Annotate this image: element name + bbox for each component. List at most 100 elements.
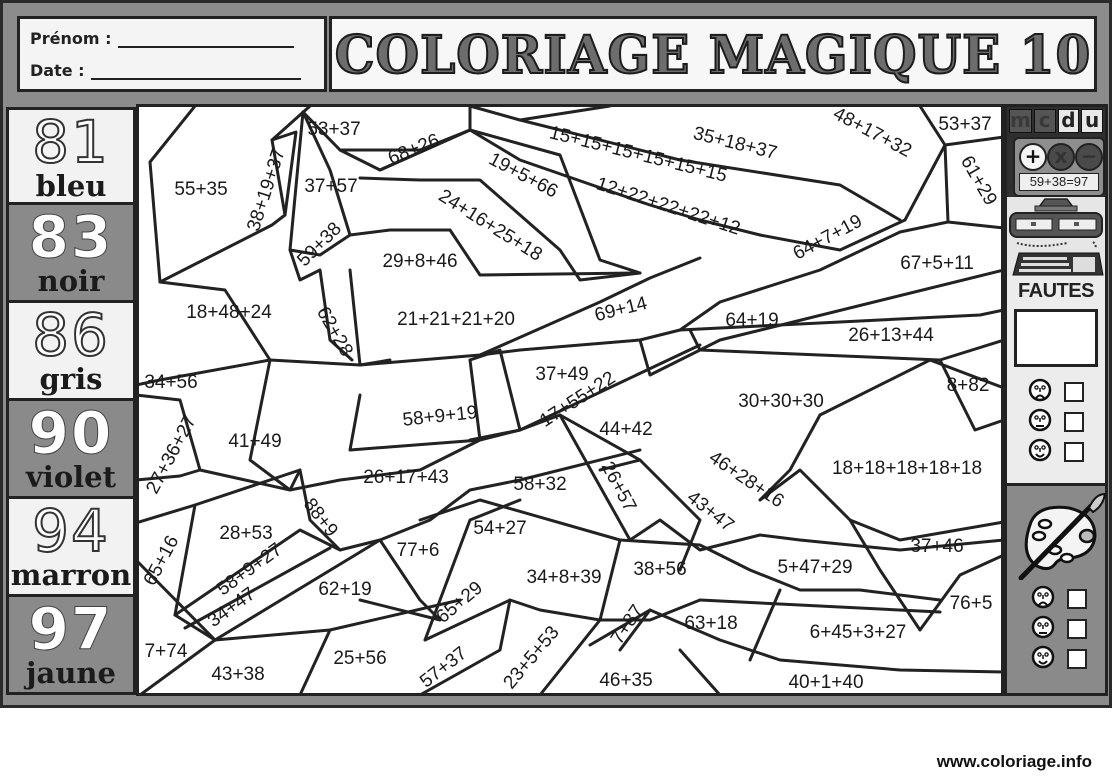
region-expression[interactable]: 43+38 [211, 664, 264, 685]
neutral-face-icon [1028, 408, 1052, 436]
fautes-label: FAUTES [1018, 280, 1094, 302]
region-expression[interactable]: 25+56 [333, 648, 386, 669]
date-line[interactable] [90, 64, 301, 80]
region-expression[interactable]: 7+87 [607, 601, 648, 648]
region-expression[interactable]: 28+53 [219, 523, 272, 544]
neutral-face-icon [1031, 615, 1055, 643]
region-expression[interactable]: 26+17+43 [363, 467, 449, 488]
region-expression[interactable]: 67+5+11 [900, 253, 974, 274]
legend-color-name: violet [25, 460, 117, 494]
palette-icon [1018, 492, 1107, 580]
region-expression[interactable]: 26+57 [597, 458, 641, 515]
coloring-rating-row [1007, 614, 1111, 644]
region-expression[interactable]: 58+32 [513, 474, 566, 495]
region-expression[interactable]: 41+49 [228, 431, 281, 452]
legend-color-name: gris [39, 362, 103, 396]
region-expression[interactable]: 64+7+19 [790, 211, 866, 265]
legend-color-name: noir [37, 264, 105, 298]
coloring-checkbox[interactable] [1067, 619, 1087, 639]
region-expression[interactable]: 69+14 [592, 293, 649, 326]
region-expression[interactable]: 53+37 [938, 114, 991, 135]
legend-number: 94 [31, 497, 110, 565]
region-expression[interactable]: 6+45+3+27 [810, 622, 907, 643]
region-expression[interactable]: 37+46 [910, 536, 963, 557]
tab-u[interactable]: u [1081, 109, 1103, 133]
region-expression[interactable]: 18+48+24 [186, 302, 272, 323]
region-expression[interactable]: 65+16 [140, 532, 184, 589]
legend-color-name: marron [10, 558, 132, 592]
region-expression[interactable]: 63+18 [684, 613, 737, 634]
region-expression[interactable]: 37+49 [535, 364, 588, 385]
region-expression[interactable]: 62+28 [312, 303, 357, 360]
region-expression[interactable]: 54+27 [473, 518, 526, 539]
prenom-label: Prénom : [30, 29, 112, 48]
region-expression[interactable]: 18+18+18+18+18 [832, 458, 982, 479]
region-expression[interactable]: 38+19+37 [243, 146, 289, 234]
legend-number: 97 [28, 595, 114, 663]
region-expression[interactable]: 77+6 [397, 540, 440, 561]
region-expression[interactable]: 8+82 [947, 375, 990, 396]
region-expression[interactable]: 5+47+29 [777, 557, 852, 578]
tab-m[interactable]: m [1009, 108, 1032, 133]
region-expression[interactable]: 61+29 [956, 152, 1001, 209]
sad-face-icon [1028, 378, 1052, 406]
palette-panel [1004, 486, 1108, 696]
region-expression[interactable]: 53+37 [307, 119, 360, 140]
region-expression[interactable]: 44+42 [599, 419, 652, 440]
region-expression[interactable]: 76+5 [950, 593, 993, 614]
region-expression[interactable]: 62+19 [318, 579, 371, 600]
coloring-checkbox[interactable] [1067, 589, 1087, 609]
region-expression[interactable]: 55+35 [174, 179, 227, 200]
region-expression[interactable]: 64+19 [725, 310, 778, 331]
fautes-checkbox[interactable] [1064, 442, 1084, 462]
region-expression[interactable]: 40+1+40 [788, 672, 863, 693]
region-expression[interactable]: 68+26 [385, 130, 442, 169]
fautes-rating-row [1007, 377, 1105, 407]
legend-number: 83 [28, 203, 114, 271]
region-expression[interactable]: 57+37 [416, 643, 471, 692]
region-expression[interactable]: 65+29 [432, 577, 486, 627]
fautes-checkbox[interactable] [1064, 412, 1084, 432]
region-expression[interactable]: 38+56 [633, 559, 686, 580]
region-expression[interactable]: 34+56 [144, 372, 197, 393]
region-expression[interactable]: 7+74 [145, 641, 188, 662]
sad-face-icon [1031, 585, 1055, 613]
region-expression[interactable]: 26+13+44 [848, 325, 934, 346]
prenom-field[interactable]: Prénom : [30, 29, 294, 48]
fautes-count-box[interactable] [1014, 309, 1098, 367]
region-expression[interactable]: 30+30+30 [738, 391, 824, 412]
region-expression[interactable]: 29+8+46 [382, 251, 457, 272]
region-expression[interactable]: 35+18+37 [691, 123, 779, 164]
region-expression[interactable]: 58+9+19 [402, 402, 479, 431]
tab-c[interactable]: c [1033, 109, 1056, 133]
region-expression[interactable]: 34+8+39 [526, 567, 601, 588]
place-value-tabs: m c d u [1007, 107, 1105, 133]
prenom-line[interactable] [117, 32, 294, 48]
computer-icon [1007, 197, 1105, 277]
fautes-checkbox[interactable] [1064, 382, 1084, 402]
region-expression[interactable]: 23+5+53 [499, 622, 563, 693]
region-expression[interactable]: 37+57 [304, 176, 357, 197]
footer-url[interactable]: www.coloriage.info [936, 752, 1092, 771]
multiply-icon: x [1047, 143, 1075, 171]
region-expression[interactable]: 46+35 [599, 670, 652, 691]
legend-color-name: jaune [26, 656, 116, 690]
region-expression[interactable]: 21+21+21+20 [397, 309, 515, 330]
legend-number: 86 [31, 301, 110, 369]
region-expression[interactable]: 46+28+16 [705, 447, 788, 512]
plus-icon: + [1019, 143, 1047, 171]
errors-panel: FAUTES [1004, 276, 1108, 486]
date-field[interactable]: Date : [30, 61, 301, 80]
region-expression[interactable]: 48+17+32 [830, 104, 915, 162]
tab-d[interactable]: d [1057, 109, 1080, 133]
equation-display: 59+38=97 [1019, 173, 1099, 191]
region-expression[interactable]: 27+36+27 [142, 412, 201, 497]
coloring-checkbox[interactable] [1067, 649, 1087, 669]
